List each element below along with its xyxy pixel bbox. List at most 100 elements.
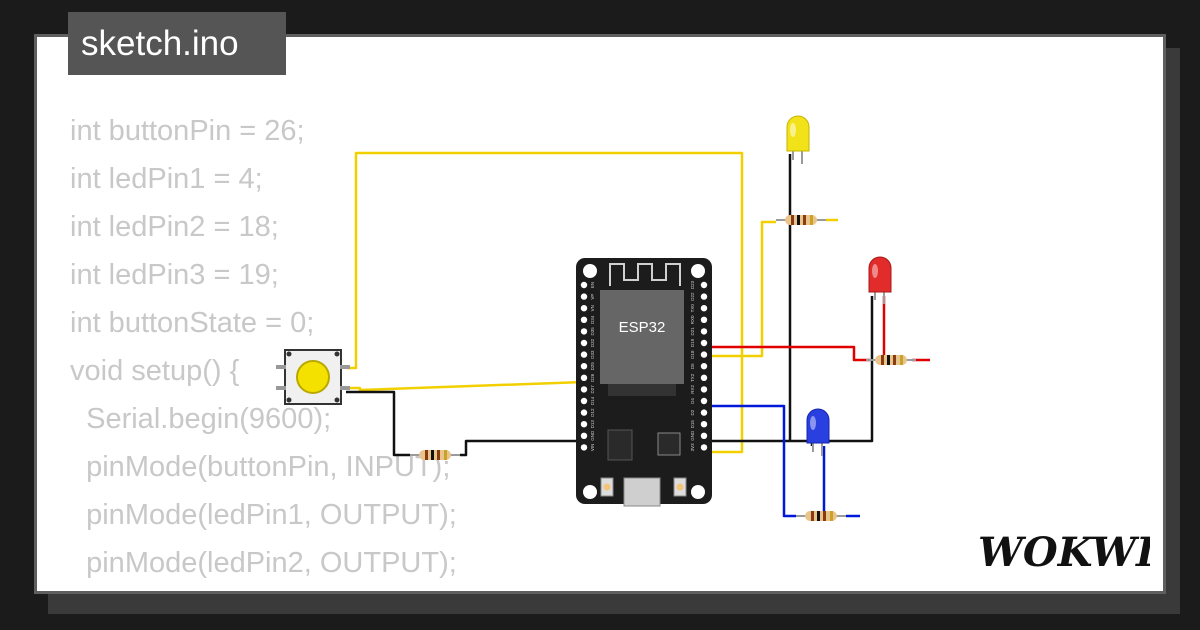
- code-line: pinMode(ledPin1, OUTPUT);: [70, 499, 457, 531]
- pin-vn[interactable]: [580, 305, 588, 312]
- pin-d21[interactable]: [700, 328, 708, 335]
- pin-d33[interactable]: [580, 351, 588, 358]
- resistor-yellow-led[interactable]: [776, 215, 826, 225]
- pin-label: D13: [590, 420, 595, 429]
- wire-red[interactable]: [708, 345, 870, 362]
- pin-d18[interactable]: [700, 351, 708, 358]
- pin-d14[interactable]: [580, 397, 588, 405]
- pin-d35[interactable]: [580, 328, 588, 335]
- pin-d25[interactable]: [580, 363, 588, 370]
- pin-label: GND: [690, 430, 695, 441]
- pin-label: D15: [690, 420, 695, 429]
- pin-vp[interactable]: [580, 293, 588, 300]
- pin-d27[interactable]: [580, 386, 588, 393]
- code-line: int ledPin1 = 4;: [70, 163, 263, 195]
- led-blue[interactable]: [806, 408, 830, 456]
- pin-d19[interactable]: [700, 339, 708, 347]
- pin-3v3[interactable]: [700, 444, 708, 451]
- code-line: int buttonPin = 26;: [70, 115, 305, 147]
- code-line: int ledPin3 = 19;: [70, 259, 279, 291]
- usb-port: [623, 477, 661, 507]
- pin-label: D4: [690, 398, 695, 404]
- file-name-tab[interactable]: sketch.ino: [68, 12, 286, 75]
- pin-label: D18: [690, 350, 695, 359]
- pin-d2[interactable]: [700, 409, 708, 416]
- pin-d4[interactable]: [700, 397, 708, 405]
- pin-gnd[interactable]: [700, 432, 708, 439]
- pin-label: D26: [590, 373, 595, 382]
- led-red[interactable]: [868, 256, 892, 304]
- pin-d26[interactable]: [580, 374, 588, 381]
- pin-d15[interactable]: [700, 421, 708, 428]
- code-line: Serial.begin(9600);: [70, 403, 332, 435]
- code-listing: int buttonPin = 26; int ledPin1 = 4; int l…: [70, 107, 457, 591]
- pin-label: D33: [590, 350, 595, 359]
- pin-rx0[interactable]: [700, 316, 708, 323]
- pin-label: GND: [590, 430, 595, 441]
- pin-label: VP: [590, 294, 595, 300]
- code-line: int buttonState = 0;: [70, 307, 315, 339]
- pin-label: D25: [590, 362, 595, 371]
- pin-label: VIN: [590, 444, 595, 452]
- pin-gnd[interactable]: [580, 432, 588, 439]
- led-yellow[interactable]: [786, 115, 810, 164]
- wire-black-button[interactable]: [346, 390, 410, 457]
- pin-label: RX2: [690, 385, 695, 394]
- pin-label: D5: [690, 363, 695, 369]
- pin-label: VN: [590, 305, 595, 311]
- pin-tx2[interactable]: [700, 374, 708, 381]
- pin-label: D14: [590, 396, 595, 405]
- wire-black-gnd[interactable]: [460, 439, 584, 457]
- wokwi-logo: WOKWI: [978, 529, 1150, 576]
- pin-d12[interactable]: [580, 409, 588, 416]
- code-line: pinMode(buttonPin, INPUT);: [70, 451, 451, 483]
- resistor-red-led[interactable]: [866, 355, 916, 365]
- pin-label: D22: [690, 292, 695, 301]
- esp32-module: [600, 290, 684, 384]
- wire-black-rail[interactable]: [708, 296, 874, 443]
- pin-tx0[interactable]: [700, 305, 708, 312]
- pin-label: D27: [590, 385, 595, 394]
- esp32-label: ESP32: [619, 319, 666, 336]
- button-cap[interactable]: [296, 360, 330, 394]
- esp32-board[interactable]: ESP32 ENVPVND34D35D32D33D25D26D27D14D12D…: [576, 258, 712, 507]
- pushbutton[interactable]: [276, 349, 350, 405]
- pin-label: TX0: [690, 304, 695, 313]
- code-line: void setup() {: [70, 355, 240, 387]
- wire-yellow-led[interactable]: [708, 220, 776, 358]
- code-line: int ledPin2 = 18;: [70, 211, 279, 243]
- pin-label: D32: [590, 338, 595, 347]
- pin-label: D35: [590, 327, 595, 336]
- usb-chip: [657, 432, 681, 456]
- wire-yellow-long[interactable]: [346, 151, 744, 454]
- code-line: pinMode(ledPin2, OUTPUT);: [70, 547, 457, 579]
- pin-label: D2: [690, 409, 695, 415]
- pin-d22[interactable]: [700, 293, 708, 300]
- pin-label: RX0: [690, 315, 695, 324]
- pin-label: TX2: [690, 373, 695, 382]
- wire-yellow-button[interactable]: [346, 380, 585, 392]
- voltage-regulator: [607, 429, 633, 461]
- pin-d34[interactable]: [580, 316, 588, 323]
- pin-label: D34: [590, 315, 595, 324]
- pin-label: D23: [690, 280, 695, 289]
- pin-label: D21: [690, 327, 695, 336]
- pin-vin[interactable]: [580, 444, 588, 451]
- pin-d13[interactable]: [580, 421, 588, 428]
- pin-d5[interactable]: [700, 363, 708, 370]
- pin-label: D12: [590, 408, 595, 417]
- pin-d23[interactable]: [700, 281, 708, 289]
- pin-en[interactable]: [580, 281, 588, 289]
- resistor-blue-led[interactable]: [796, 511, 846, 521]
- resistor-button[interactable]: [410, 450, 460, 460]
- pin-label: 3V3: [690, 443, 695, 452]
- wire-blue[interactable]: [708, 404, 796, 518]
- pin-label: D19: [690, 338, 695, 347]
- svg-text:WOKWI: WOKWI: [978, 529, 1150, 576]
- pin-label: EN: [590, 282, 595, 288]
- pin-rx2[interactable]: [700, 386, 708, 393]
- pin-d32[interactable]: [580, 339, 588, 347]
